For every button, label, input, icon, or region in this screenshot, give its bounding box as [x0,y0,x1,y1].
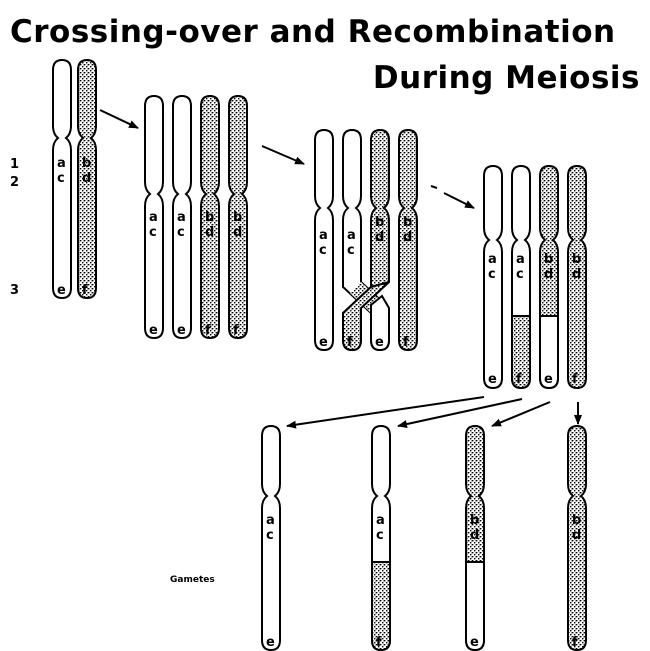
locus-label-2: 2 [10,175,19,190]
gene-d: d [572,528,581,543]
gene-a: a [347,228,356,243]
gene-f: f [82,283,88,298]
stage-crossing-over: a c e a c f b d e b d f [315,130,417,350]
gene-a: a [516,252,525,267]
gene-d: d [544,267,553,282]
locus-label-3: 3 [10,283,19,298]
stage-recombined: a c e a c f b d e b d f [484,166,586,388]
gene-a: a [376,513,385,528]
gene-d: d [233,225,242,240]
gene-b: b [375,215,384,230]
gene-c: c [149,225,157,240]
gene-f: f [516,372,522,387]
gene-a: a [266,513,275,528]
gene-d: d [572,267,581,282]
gene-f: f [572,372,578,387]
arrow-stage-3-to-4 [444,193,474,208]
gene-c: c [376,528,384,543]
gene-b: b [233,210,242,225]
gene-d: d [82,171,91,186]
gene-e: e [470,635,479,650]
arrow-to-gamete-3 [492,402,550,426]
gene-b: b [403,215,412,230]
arrow-stage-2-to-3 [262,146,304,164]
gene-e: e [266,635,275,650]
locus-label-1: 1 [10,157,19,172]
gene-b: b [544,252,553,267]
gene-e: e [544,372,553,387]
arrow-stage-1-to-2 [100,110,138,128]
gene-e: e [319,335,328,350]
gene-a: a [319,228,328,243]
gene-f: f [376,635,382,650]
gene-e: e [177,323,186,338]
gene-e: e [375,335,384,350]
gene-b: b [572,252,581,267]
gene-f: f [205,323,211,338]
gametes-label: Gametes [170,575,215,585]
gene-e: e [488,372,497,387]
gene-d: d [375,230,384,245]
gene-f: f [572,635,578,650]
gene-d: d [470,528,479,543]
gene-f: f [233,323,239,338]
gene-c: c [57,171,65,186]
stage-gametes: a c e a c f b d e b d f Gametes [170,426,586,650]
gene-c: c [266,528,274,543]
gene-e: e [149,323,158,338]
gene-b: b [82,156,91,171]
gene-f: f [403,335,409,350]
gene-d: d [205,225,214,240]
stage-replicated: a c e a c e b d f b d f [145,96,247,338]
gene-c: c [319,243,327,258]
gene-a: a [57,156,66,171]
gene-c: c [516,267,524,282]
gene-b: b [572,513,581,528]
arrow-to-gamete-1 [287,397,484,426]
gene-a: a [177,210,186,225]
gene-b: b [470,513,479,528]
gene-c: c [177,225,185,240]
gene-e: e [57,283,66,298]
gene-f: f [347,335,353,350]
gene-d: d [403,230,412,245]
stage-homologs: a c e b d f 1 2 3 [10,60,96,298]
gene-a: a [488,252,497,267]
gene-c: c [347,243,355,258]
gene-a: a [149,210,158,225]
gene-b: b [205,210,214,225]
gene-c: c [488,267,496,282]
arrow-tick [431,186,437,188]
